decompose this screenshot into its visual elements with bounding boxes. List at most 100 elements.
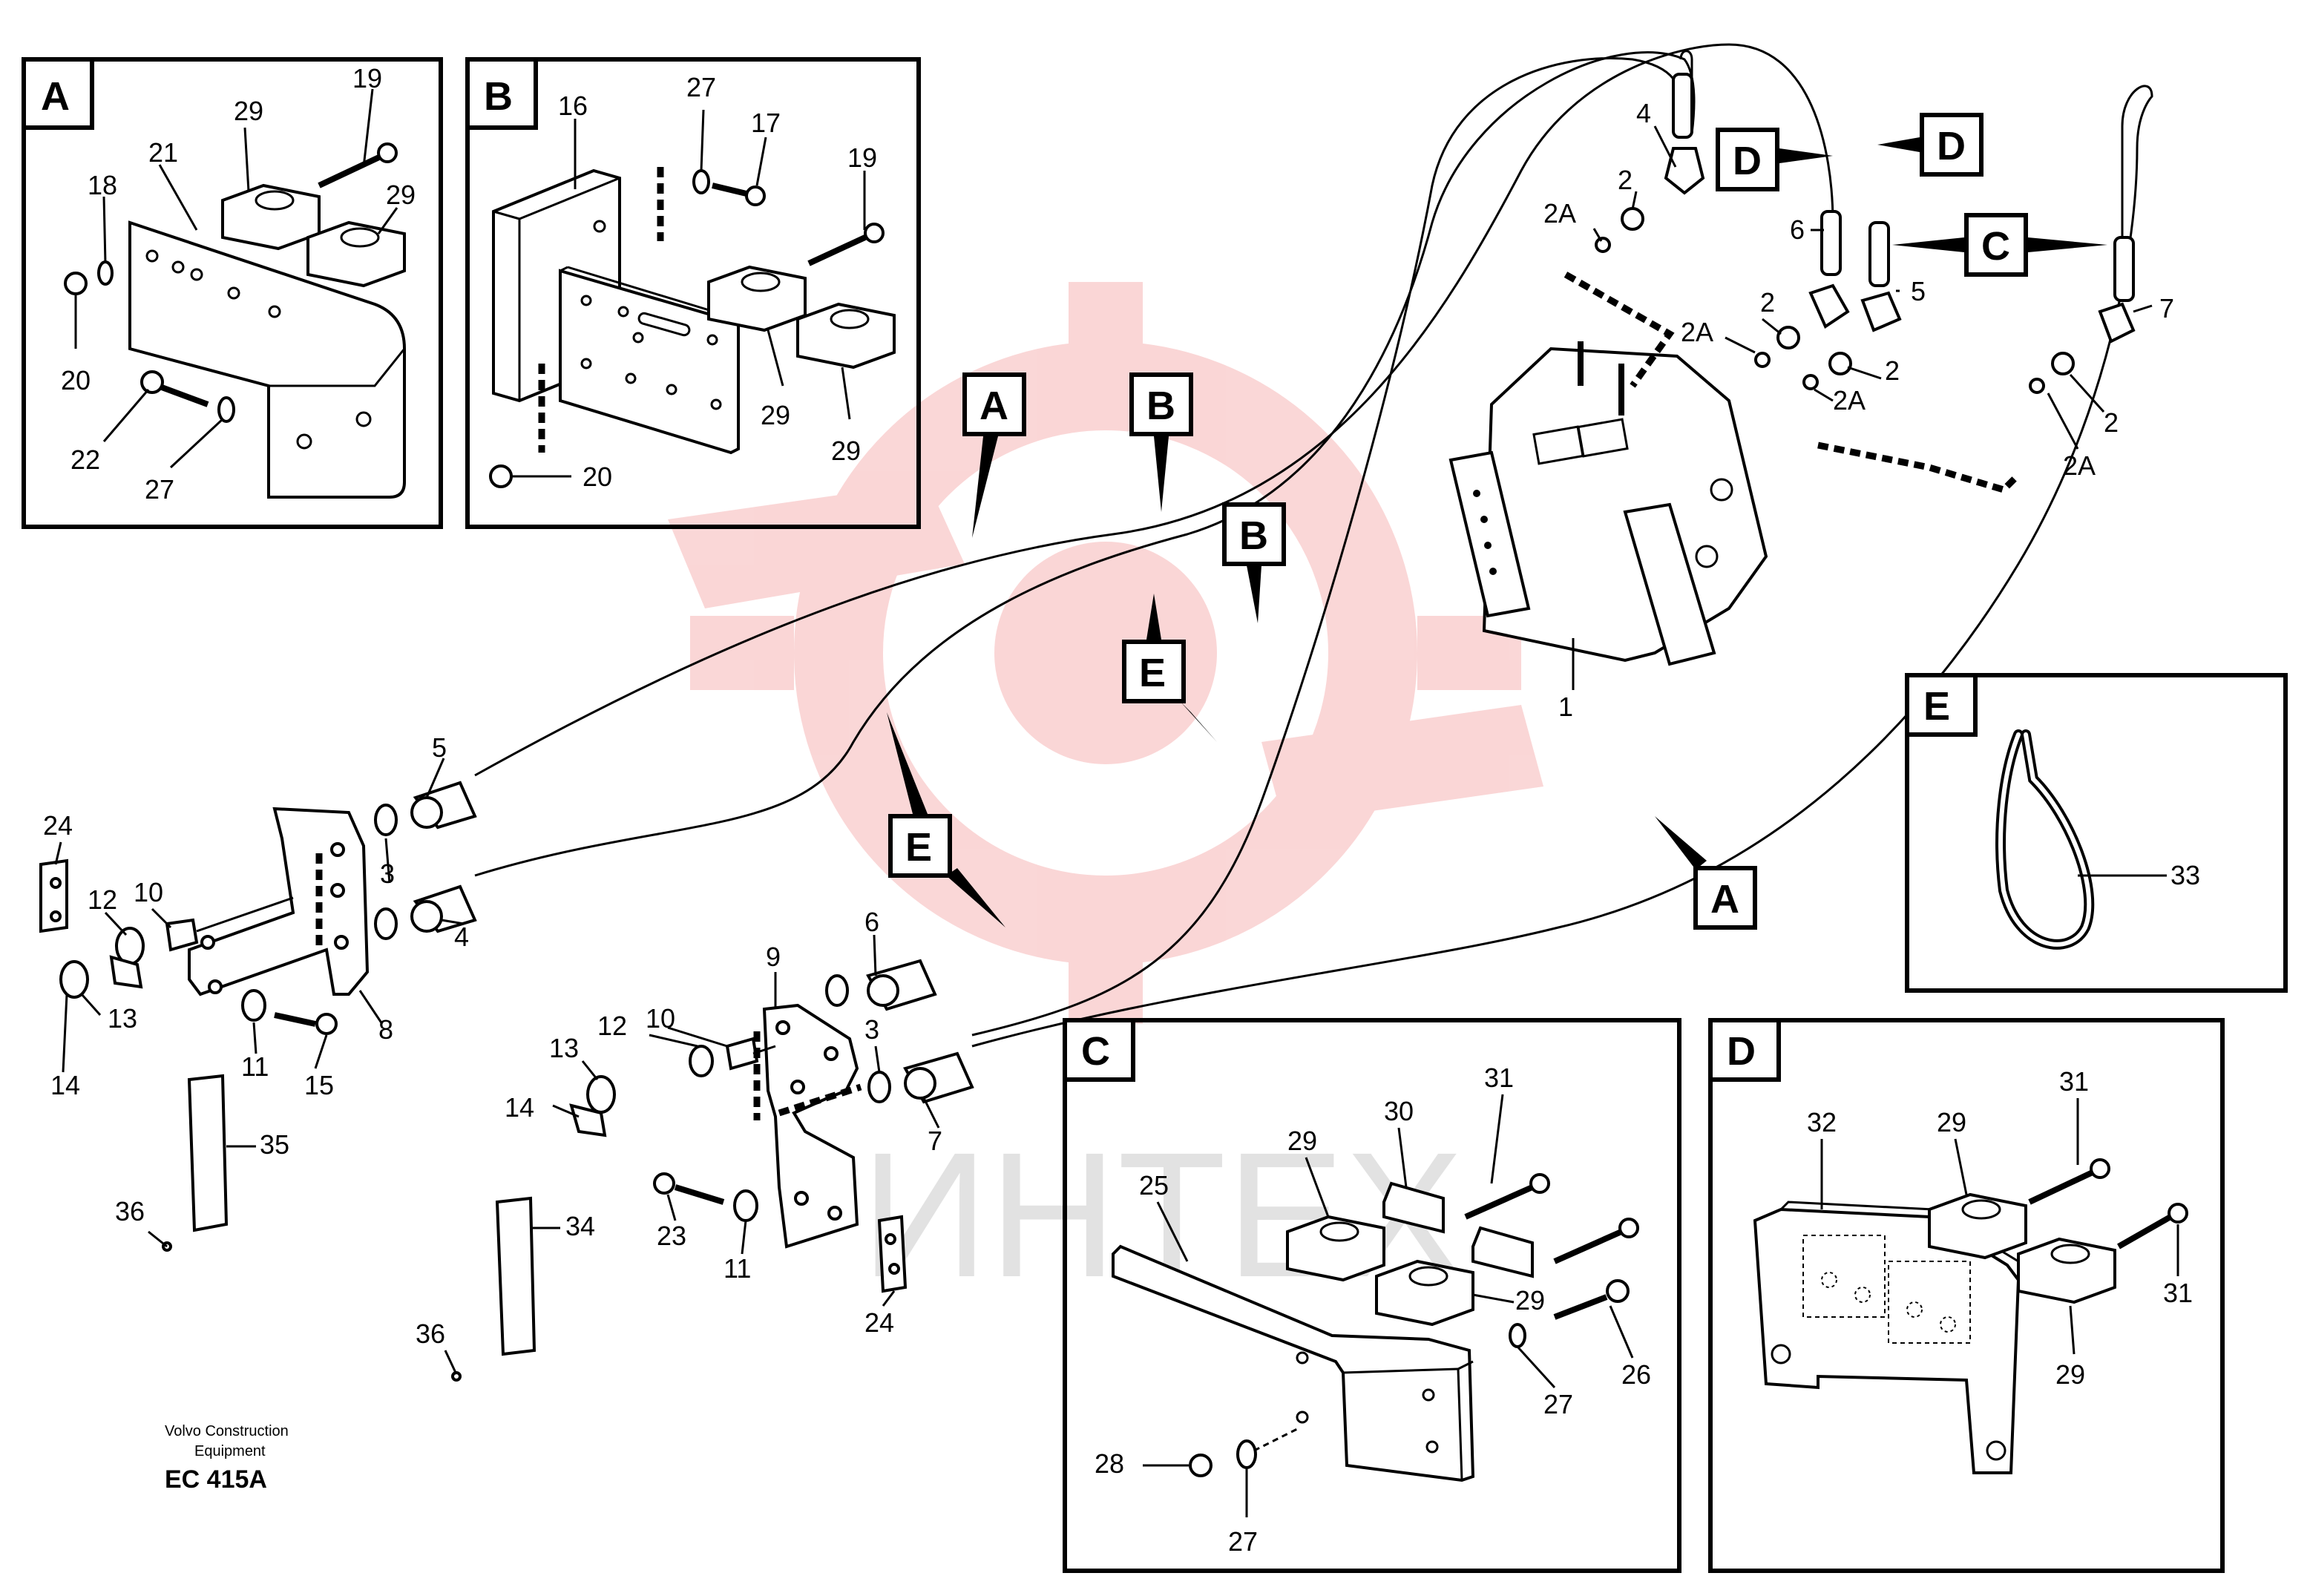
label-2-top: 2 <box>1618 165 1633 195</box>
label-c-30: 30 <box>1384 1096 1414 1126</box>
label-23: 23 <box>657 1221 686 1251</box>
label-2A-far: 2A <box>2063 450 2096 481</box>
callout-d-right: D <box>1937 124 1966 168</box>
label-c-29-right: 29 <box>1515 1285 1545 1316</box>
label-6-top: 6 <box>1790 214 1805 245</box>
label-8: 8 <box>378 1014 393 1045</box>
left-assembly <box>39 781 537 1382</box>
label-e-33: 33 <box>2170 860 2200 890</box>
label-12-left: 12 <box>88 884 117 915</box>
label-13-left: 13 <box>108 1003 137 1034</box>
label-15: 15 <box>304 1070 334 1100</box>
callout-e-left: E <box>905 825 932 870</box>
label-d-29-top: 29 <box>1937 1107 1966 1137</box>
footer-maker-line1: Volvo Construction <box>165 1423 289 1439</box>
label-12-center: 12 <box>597 1011 627 1041</box>
label-d-31-right: 31 <box>2163 1278 2193 1308</box>
label-4-left: 4 <box>454 922 469 952</box>
valve-fittings <box>1595 73 2136 394</box>
label-c-25: 25 <box>1139 1170 1169 1201</box>
label-c-26: 26 <box>1621 1359 1651 1390</box>
callout-c-top: C <box>1981 224 2010 269</box>
label-a-27: 27 <box>145 474 174 505</box>
label-34: 34 <box>565 1211 595 1241</box>
valve-block <box>1448 341 1768 690</box>
label-3-left: 3 <box>380 858 395 889</box>
label-a-22: 22 <box>70 444 100 475</box>
label-11-center: 11 <box>723 1253 751 1284</box>
label-35: 35 <box>260 1129 289 1160</box>
label-b-29-right: 29 <box>831 436 861 466</box>
label-7-center: 7 <box>928 1126 942 1156</box>
label-2A-top: 2A <box>1543 198 1576 229</box>
detail-b-letter: B <box>484 74 513 119</box>
callout-b-top: B <box>1146 384 1175 428</box>
label-c-28: 28 <box>1095 1448 1124 1479</box>
label-a-18: 18 <box>88 170 117 200</box>
label-14-left: 14 <box>50 1070 80 1100</box>
detail-b: B <box>465 57 921 529</box>
label-9: 9 <box>766 942 781 972</box>
callouts: A B B E E D D C A <box>887 113 2107 930</box>
label-11-left: 11 <box>241 1051 269 1082</box>
detail-c-letter: C <box>1081 1029 1110 1074</box>
drawing-footer: Volvo Construction Equipment EC 415A <box>165 1423 289 1494</box>
label-b-29-left: 29 <box>761 400 790 430</box>
detail-e: E 33 <box>1905 673 2288 993</box>
label-a-20: 20 <box>61 365 91 395</box>
label-2-right: 2 <box>1885 355 1900 386</box>
label-1: 1 <box>1558 692 1573 722</box>
label-10-center: 10 <box>646 1003 675 1034</box>
label-2-far: 2 <box>2104 407 2119 438</box>
detail-d: D 29 31 32 31 29 <box>1708 1018 2225 1573</box>
label-a-29-right: 29 <box>386 180 416 210</box>
label-b-27: 27 <box>686 72 716 102</box>
label-7-top: 7 <box>2159 293 2174 324</box>
label-a-19: 19 <box>352 63 382 93</box>
center-assembly <box>569 959 974 1293</box>
label-a-21: 21 <box>148 137 178 168</box>
main-leaders <box>54 125 2153 1375</box>
footer-maker-line2: Equipment <box>194 1443 266 1459</box>
label-10-left: 10 <box>134 877 163 907</box>
label-c-27-right: 27 <box>1543 1389 1573 1419</box>
callout-b-mid: B <box>1239 513 1268 558</box>
label-6-center: 6 <box>864 907 879 937</box>
label-24-center: 24 <box>864 1307 894 1338</box>
detail-a: A <box>22 57 443 529</box>
callout-e-mid: E <box>1139 651 1166 695</box>
label-c-27-bottom: 27 <box>1228 1526 1258 1557</box>
label-c-29-top: 29 <box>1287 1126 1317 1156</box>
label-d-31-top: 31 <box>2059 1066 2089 1097</box>
label-36-left: 36 <box>115 1196 145 1226</box>
callout-a-right: A <box>1710 877 1739 922</box>
detail-e-letter: E <box>1923 684 1950 729</box>
callout-d-left: D <box>1733 139 1762 183</box>
label-b-20: 20 <box>583 462 612 492</box>
main-labels: 4 2 2A 6 2 5 7 2A 2 2A 2 2A 1 24 12 10 5… <box>43 98 2174 1349</box>
detail-d-letter: D <box>1727 1029 1756 1074</box>
label-5-top: 5 <box>1911 276 1926 306</box>
watermark-logo <box>668 282 1543 1024</box>
valve-dashed-lines <box>1563 272 2021 494</box>
label-2-mid: 2 <box>1760 287 1775 318</box>
label-c-31: 31 <box>1484 1063 1514 1093</box>
label-13-center: 13 <box>549 1033 579 1063</box>
detail-a-letter: A <box>41 74 70 119</box>
label-a-29-top: 29 <box>234 96 263 126</box>
label-4-top: 4 <box>1636 98 1651 128</box>
label-d-32: 32 <box>1807 1107 1837 1137</box>
label-2A-right: 2A <box>1833 385 1866 416</box>
hose-lines <box>474 43 2153 1048</box>
label-d-29-bottom: 29 <box>2055 1359 2085 1390</box>
label-b-17: 17 <box>751 108 781 138</box>
label-b-19: 19 <box>847 142 877 173</box>
label-2A-mid: 2A <box>1681 317 1713 347</box>
label-36-center: 36 <box>416 1318 445 1349</box>
label-5-left: 5 <box>432 732 447 763</box>
label-3-center: 3 <box>864 1014 879 1045</box>
footer-drawing-code: EC 415A <box>165 1465 267 1494</box>
center-assembly-dashed <box>753 1031 862 1120</box>
detail-c: C <box>1063 1018 1681 1573</box>
